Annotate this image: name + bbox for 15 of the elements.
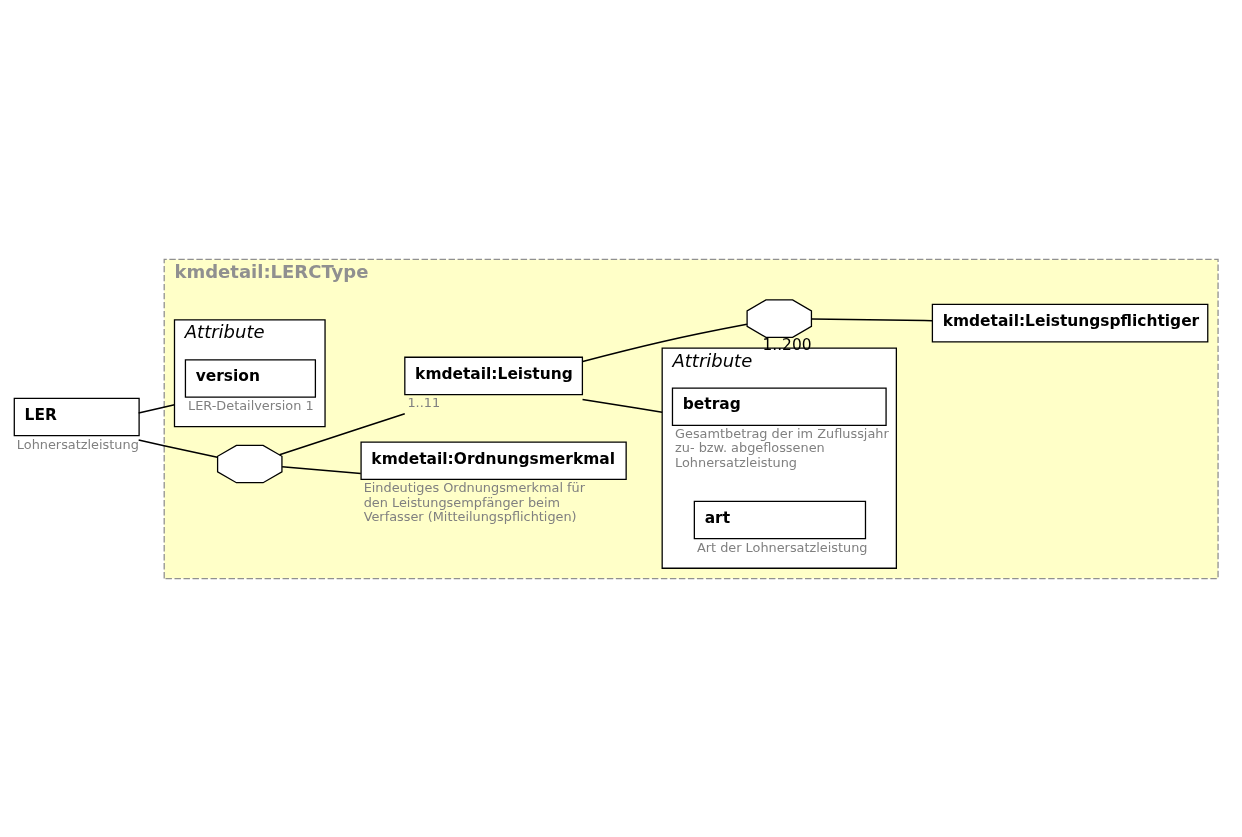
node-label: LER-Detailversion 1 xyxy=(188,397,314,413)
connector xyxy=(278,412,406,455)
connector xyxy=(811,317,933,321)
connector xyxy=(137,438,219,458)
node-label: Eindeutiges Ordnungsmerkmal für den Leistungsempfänger beim Verfasser (Mitteilungspflichtigen) xyxy=(363,479,586,524)
connector xyxy=(281,465,362,474)
node-label: Gesamtbetrag der im Zuflussjahr zu- bzw. abgeflossenen Lohnersatzleistung xyxy=(675,425,889,470)
node-label: 1..11 xyxy=(407,394,441,410)
connector xyxy=(137,403,176,414)
node-label: Art der Lohnersatzleistung xyxy=(696,539,868,555)
node-label: Lohnersatzleistung xyxy=(16,436,139,452)
connector xyxy=(582,323,748,362)
connector xyxy=(581,398,663,413)
node-octagon xyxy=(216,444,283,483)
node-octagon xyxy=(746,298,813,338)
